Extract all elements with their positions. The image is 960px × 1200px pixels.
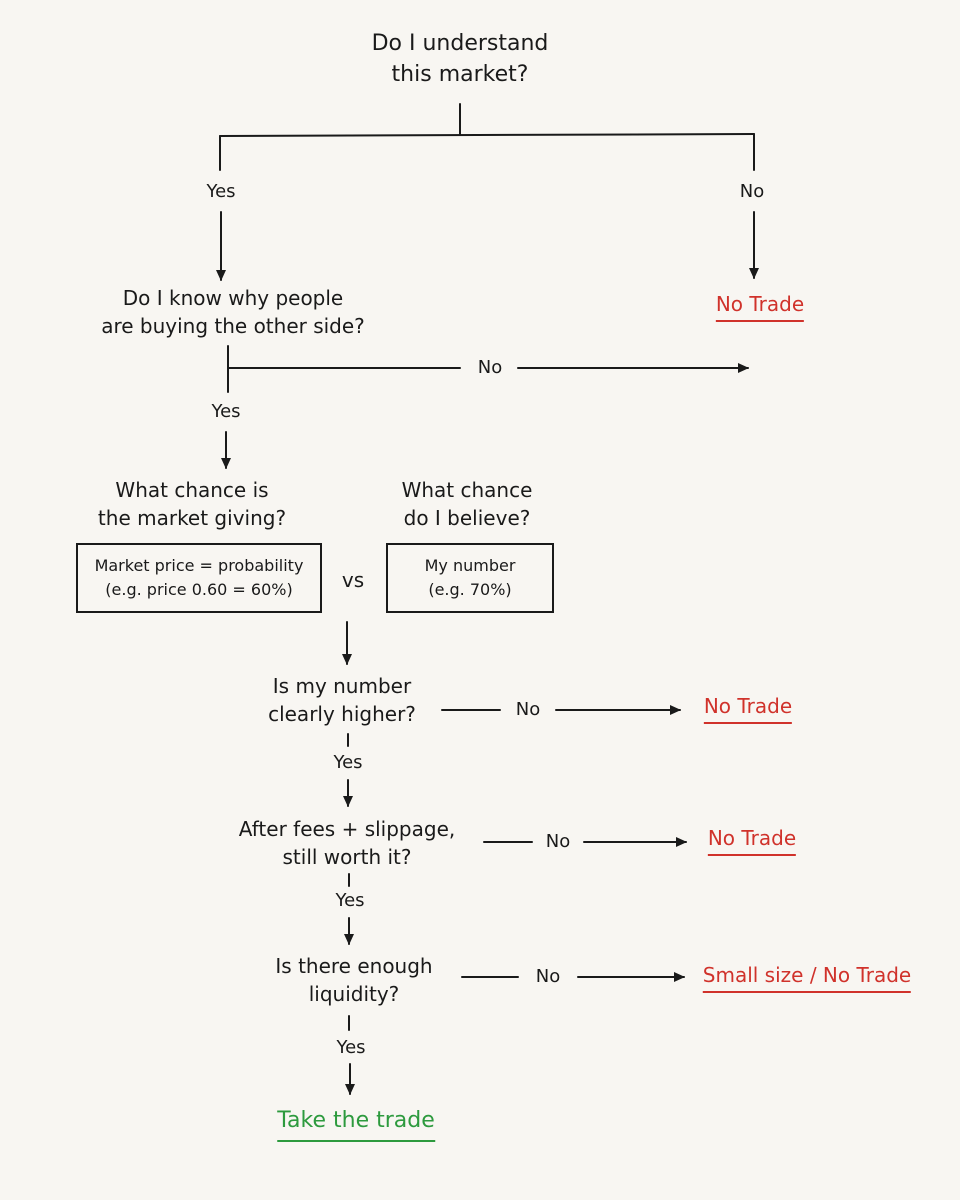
question-line: the market giving? [97, 506, 287, 530]
box-line: Market price = probability [94, 556, 304, 575]
outcome-take-trade: Take the trade [277, 1106, 435, 1142]
question-enough-liquidity: Is there enough liquidity? [275, 952, 432, 1008]
my-number-box: My number (e.g. 70%) [386, 543, 554, 613]
box-line: My number [424, 556, 516, 575]
question-why-buying-other-side: Do I know why people are buying the othe… [101, 284, 365, 340]
question-line: After fees + slippage, [238, 817, 456, 841]
question-line: Do I know why people [122, 286, 344, 310]
question-my-chance: What chance do I believe? [402, 476, 533, 532]
no-label: No [477, 357, 503, 378]
outcome-no-trade: No Trade [703, 693, 793, 724]
box-line: (e.g. 70%) [428, 580, 512, 599]
question-line: liquidity? [308, 982, 400, 1006]
question-line: this market? [391, 62, 529, 87]
no-label: No [515, 699, 541, 720]
outcome-small-size: Small size / No Trade [702, 962, 912, 993]
yes-label: Yes [333, 752, 363, 773]
question-line: Is my number [272, 674, 412, 698]
question-market-chance: What chance is the market giving? [98, 476, 286, 532]
yes-label: Yes [211, 401, 241, 422]
outcome-no-trade: No Trade [707, 825, 797, 856]
question-line: do I believe? [403, 506, 531, 530]
yes-label: Yes [336, 1037, 366, 1058]
question-number-higher: Is my number clearly higher? [268, 672, 416, 728]
no-label: No [535, 966, 561, 987]
question-line: Do I understand [371, 31, 549, 56]
question-line: still worth it? [282, 845, 412, 869]
question-line: Is there enough [275, 954, 433, 978]
question-line: are buying the other side? [101, 314, 365, 338]
yes-label: Yes [206, 181, 236, 202]
yes-label: Yes [335, 890, 365, 911]
question-line: What chance is [115, 478, 269, 502]
question-line: What chance [401, 478, 533, 502]
box-line: (e.g. price 0.60 = 60%) [105, 580, 293, 599]
vs-label: vs [341, 568, 365, 592]
no-label: No [545, 831, 571, 852]
question-line: clearly higher? [268, 702, 416, 726]
market-price-box: Market price = probability (e.g. price 0… [76, 543, 322, 613]
outcome-no-trade: No Trade [715, 291, 805, 322]
question-understand-market: Do I understand this market? [372, 28, 549, 90]
no-label: No [739, 181, 765, 202]
question-fees-slippage: After fees + slippage, still worth it? [239, 815, 455, 871]
